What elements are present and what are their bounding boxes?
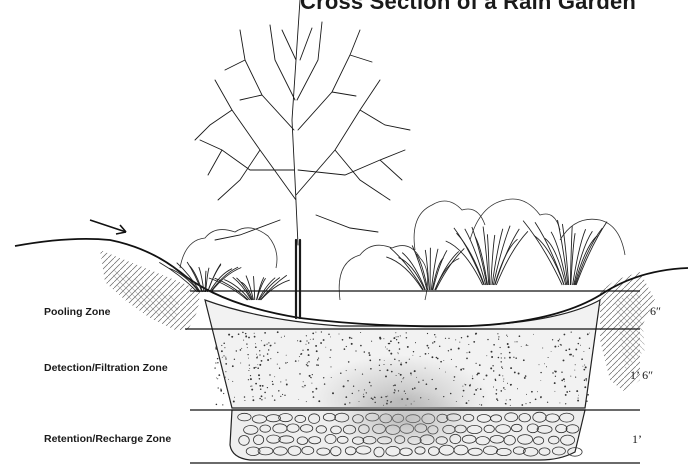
pooling-zone-label: Pooling Zone [44,306,111,318]
retention-depth-label: 1’ [632,432,642,447]
tree-illustration [195,0,410,318]
filtration-zone-label: Detection/Filtration Zone [44,362,168,374]
inflow-arrow [90,220,126,234]
pooling-depth-label: 6″ [650,304,661,319]
retention-zone-label: Retention/Recharge Zone [44,433,171,445]
grasses [159,220,607,300]
diagram-title: Cross Section of a Rain Garden [300,0,636,15]
native-soil-left [100,250,200,330]
filtration-depth-label: 1’ 6″ [630,368,653,383]
